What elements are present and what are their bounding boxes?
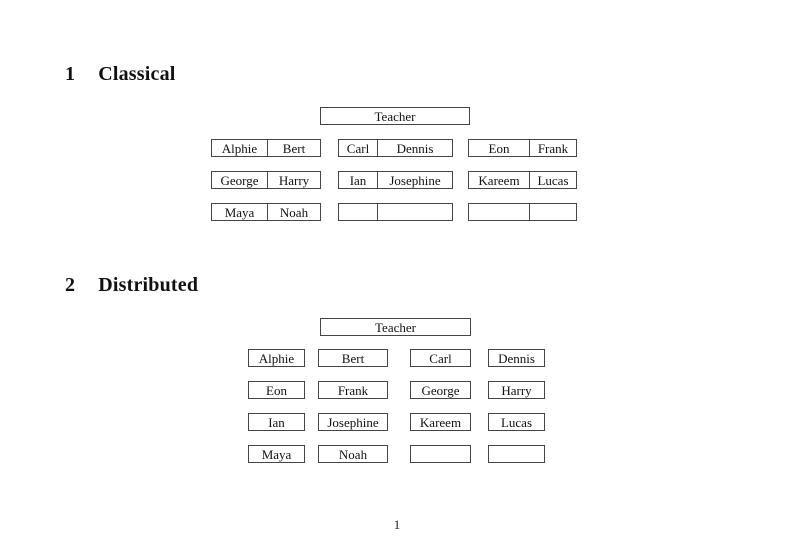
seat-box: Noah (318, 445, 388, 463)
section-number: 1 (65, 63, 76, 85)
seat-box: Ian (248, 413, 305, 431)
seat-box: Dennis (488, 349, 545, 367)
section-title: Classical (98, 63, 176, 85)
desk: Kareem Lucas (468, 171, 577, 189)
seat-label: George (421, 382, 460, 398)
desk: Eon Frank (468, 139, 577, 157)
desk-seat-right (530, 204, 576, 220)
seat-box: Josephine (318, 413, 388, 431)
desk-seat-right: Josephine (389, 172, 441, 188)
teacher-box: Teacher (320, 107, 470, 125)
seat-box: Alphie (248, 349, 305, 367)
seat-label: Dennis (498, 350, 535, 366)
seat-label: Noah (338, 446, 368, 462)
seat-label: Harry (501, 382, 532, 398)
desk: Ian Josephine (338, 171, 453, 189)
seat-label: Carl (429, 350, 452, 366)
desk: George Harry (211, 171, 321, 189)
teacher-label: Teacher (374, 108, 416, 124)
seat-box: Lucas (488, 413, 545, 431)
seat-label: Kareem (419, 414, 462, 430)
desk-seat-right: Noah (279, 204, 309, 220)
seat-label: Josephine (327, 414, 379, 430)
desk-seat-right: Harry (278, 172, 310, 188)
seat-box: Frank (318, 381, 388, 399)
seat-box: Maya (248, 445, 305, 463)
desk-seat-left: George (212, 172, 268, 188)
desk: Carl Dennis (338, 139, 453, 157)
seat-box: Bert (318, 349, 388, 367)
section-heading-distributed: 2 Distributed (65, 274, 198, 296)
desk-seat-right: Dennis (396, 140, 434, 156)
desk-seat-left (469, 204, 530, 220)
desk-seat-left: Ian (339, 172, 378, 188)
teacher-label: Teacher (375, 319, 416, 335)
desk: Maya Noah (211, 203, 321, 221)
seat-box-empty (410, 445, 471, 463)
desk-seat-left: Kareem (469, 172, 530, 188)
desk-seat-right: Lucas (537, 172, 569, 188)
section-number: 2 (65, 274, 76, 296)
desk-seat-left: Maya (212, 204, 268, 220)
desk-seat-left: Carl (339, 140, 378, 156)
desk-empty (338, 203, 453, 221)
section-heading-classical: 1 Classical (65, 63, 176, 85)
desk-seat-left: Alphie (212, 140, 268, 156)
desk-seat-left (339, 204, 378, 220)
seat-box: Kareem (410, 413, 471, 431)
seat-label: Ian (268, 414, 285, 430)
seat-label: Frank (337, 382, 369, 398)
seat-box-empty (488, 445, 545, 463)
seat-box: George (410, 381, 471, 399)
page-number: 1 (393, 517, 401, 532)
seat-box: Eon (248, 381, 305, 399)
seat-label: Lucas (500, 414, 533, 430)
seat-label: Maya (261, 446, 292, 462)
desk-seat-right: Bert (282, 140, 306, 156)
seat-box: Harry (488, 381, 545, 399)
seat-label: Bert (341, 350, 365, 366)
desk-empty (468, 203, 577, 221)
teacher-box: Teacher (320, 318, 471, 336)
desk-seat-right (378, 204, 452, 220)
desk-seat-right: Frank (537, 140, 569, 156)
section-title: Distributed (98, 274, 199, 296)
seat-box: Carl (410, 349, 471, 367)
desk: Alphie Bert (211, 139, 321, 157)
seat-label: Eon (266, 382, 287, 398)
seat-label: Alphie (258, 350, 295, 366)
desk-seat-left: Eon (469, 140, 530, 156)
